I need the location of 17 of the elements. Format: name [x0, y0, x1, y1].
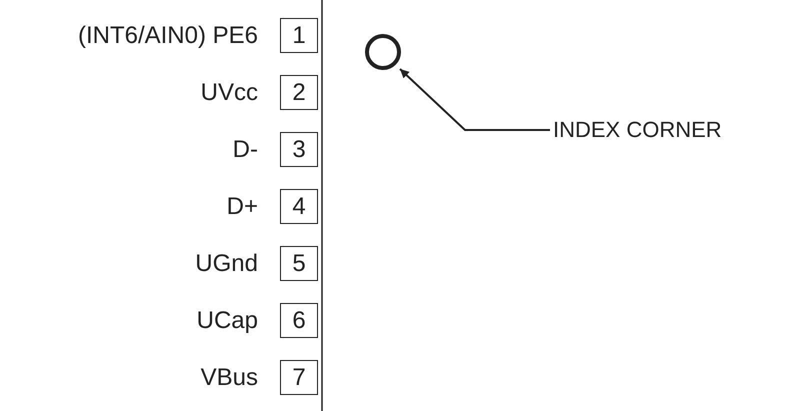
pin-number: 7 [280, 360, 318, 395]
pin-number: 6 [280, 303, 318, 338]
pin-name: D+ [226, 193, 258, 221]
callout-label: INDEX CORNER [553, 116, 753, 144]
pin-number: 4 [280, 189, 318, 224]
pin-number: 2 [280, 75, 318, 110]
pin-name: UVcc [200, 79, 258, 107]
pin-name: VBus [200, 364, 258, 392]
pin-name: D- [232, 136, 258, 164]
pin-name: UCap [196, 307, 258, 335]
pin-number: 5 [280, 246, 318, 281]
pin-number: 1 [280, 18, 318, 53]
index-mark-circle [364, 33, 402, 71]
pin-name: (INT6/AIN0) PE6 [78, 22, 258, 50]
leader-arrow [399, 68, 550, 131]
pin-name: UGnd [195, 250, 258, 278]
pin-number: 3 [280, 132, 318, 167]
